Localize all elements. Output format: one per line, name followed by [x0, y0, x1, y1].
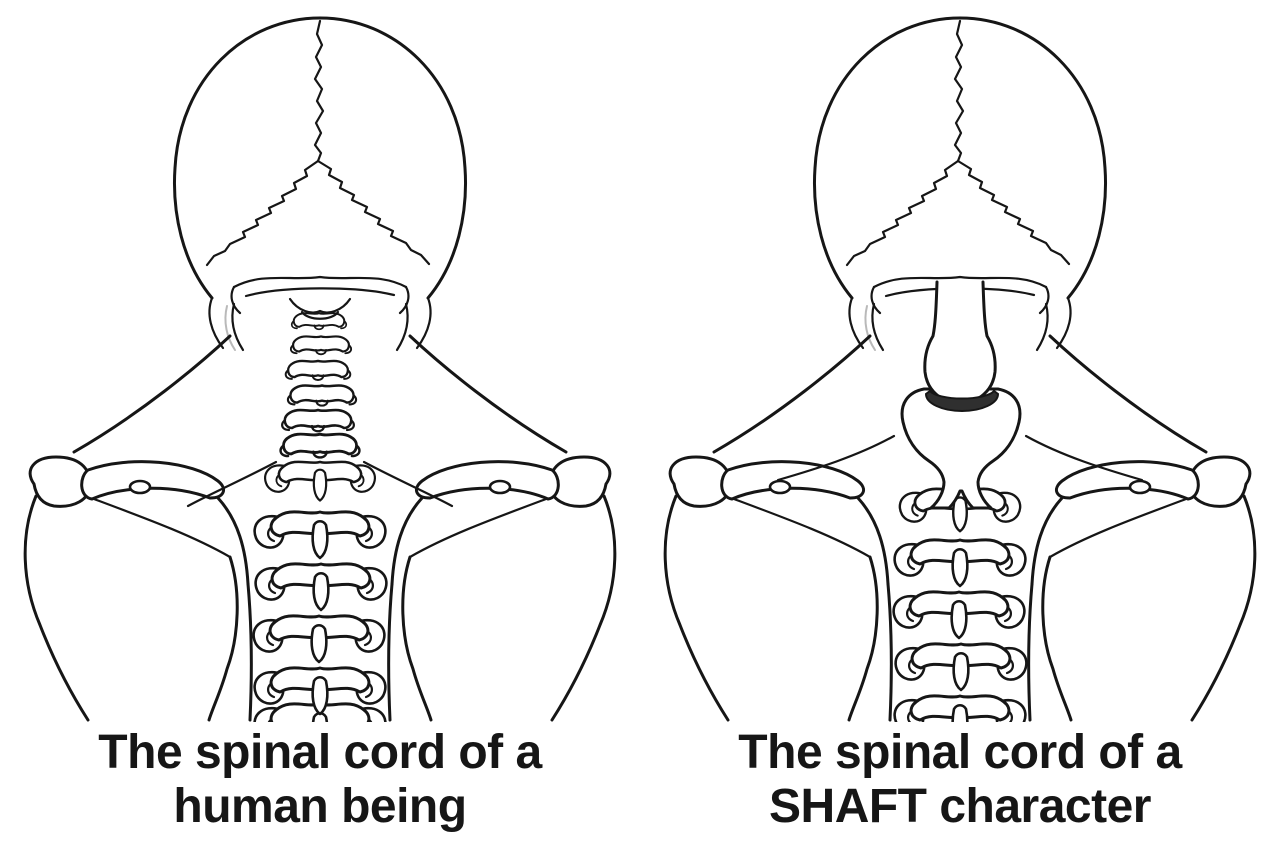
- socket-ring: [924, 389, 1000, 412]
- caption-human: The spinal cord of a human being: [98, 726, 542, 834]
- human-skeleton-figure: [0, 0, 640, 722]
- caption-human-line1: The spinal cord of a: [98, 726, 542, 779]
- shaft-skeleton-figure: [640, 0, 1280, 722]
- caption-human-line2: human being: [173, 780, 467, 834]
- panel-human: The spinal cord of a human being: [0, 0, 640, 834]
- socket-bulb: [900, 387, 1022, 510]
- caption-shaft-line2: SHAFT character: [769, 780, 1151, 834]
- panel-shaft: The spinal cord of a SHAFT character: [640, 0, 1280, 861]
- caption-shaft-line1: The spinal cord of a: [738, 726, 1182, 779]
- neck-shaft: [924, 282, 996, 403]
- caption-shaft: The spinal cord of a SHAFT character: [738, 726, 1182, 834]
